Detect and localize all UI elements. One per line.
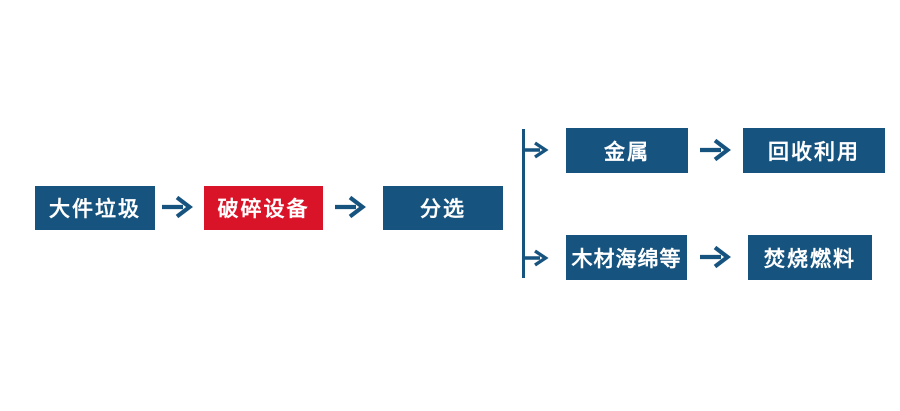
arrow-right-icon [523,141,549,159]
branch-connector-line [522,129,525,278]
arrow-right-icon [700,245,731,269]
arrow-right-icon [335,195,366,219]
node-incineration-fuel: 焚烧燃料 [748,235,872,280]
node-recycling-label: 回收利用 [768,140,860,164]
node-crushing-equipment-label: 破碎设备 [217,198,310,221]
node-bulky-waste-label: 大件垃圾 [49,198,141,221]
node-sorting-label: 分选 [420,198,466,221]
node-wood-sponge: 木材海绵等 [566,235,687,280]
arrow-right-icon [162,195,193,219]
node-recycling: 回收利用 [743,128,885,173]
node-bulky-waste: 大件垃圾 [35,186,155,230]
arrow-right-icon [700,138,731,162]
arrow-right-icon [523,249,549,267]
node-crushing-equipment: 破碎设备 [204,186,323,230]
node-sorting: 分选 [383,186,503,230]
node-metal-label: 金属 [604,140,650,164]
node-wood-sponge-label: 木材海绵等 [571,247,682,271]
node-metal: 金属 [566,128,688,173]
node-incineration-fuel-label: 焚烧燃料 [764,247,856,271]
